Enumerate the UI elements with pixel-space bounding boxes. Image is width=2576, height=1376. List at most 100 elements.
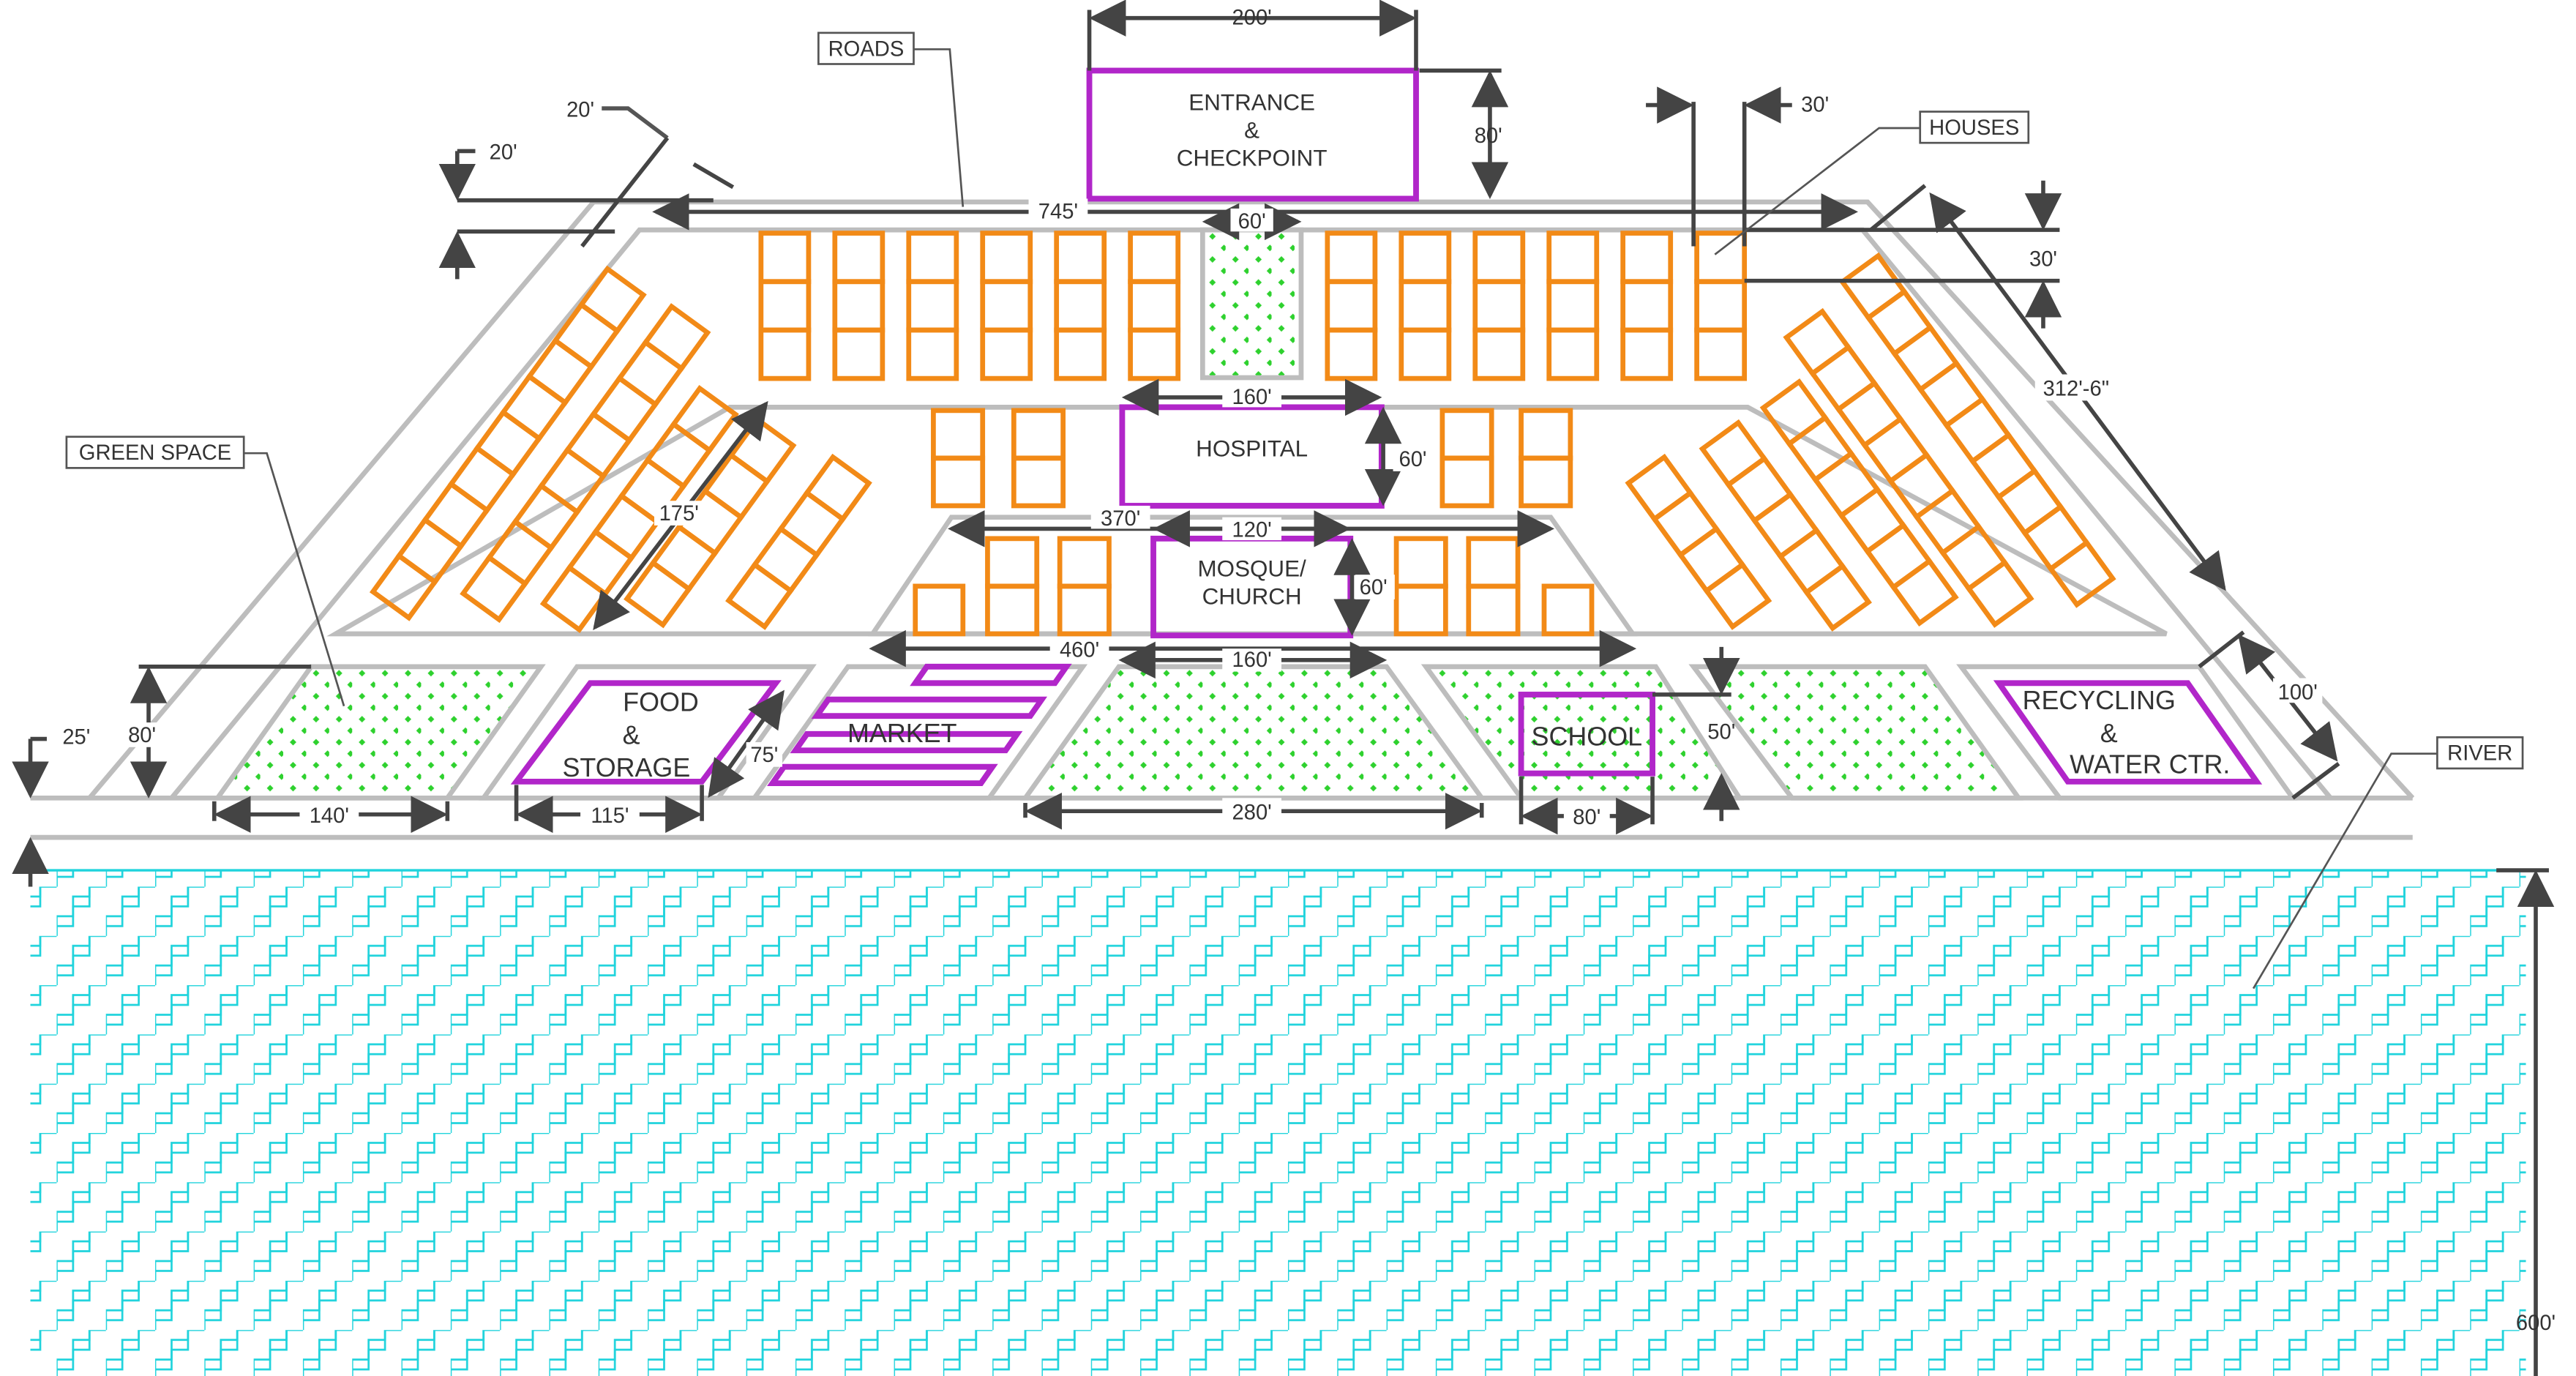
entrance-label-3: CHECKPOINT — [1177, 146, 1328, 171]
dim-river-depth: 600' — [2516, 1312, 2556, 1335]
house-lot — [1546, 279, 1600, 333]
river — [30, 869, 2526, 1376]
house-lot — [751, 525, 820, 594]
house-lot — [906, 231, 959, 285]
callouts: ROADS HOUSES GREEN SPACE RIVER — [65, 31, 2524, 990]
house-lot — [758, 279, 812, 333]
house-lot — [1325, 231, 1378, 285]
food-label-3: STORAGE — [563, 753, 691, 782]
dim-green-left-depth: 80' — [128, 724, 156, 747]
house-lot — [538, 446, 607, 516]
house-lot — [1651, 489, 1721, 558]
dim-food-depth: 75' — [750, 744, 778, 767]
dim-road-width-left2: 20' — [566, 98, 594, 121]
dim-entrance-depth: 80' — [1475, 124, 1502, 148]
house-lot — [1439, 455, 1494, 509]
market-stall-3 — [790, 730, 1023, 754]
dim-entrance-width: 200' — [1232, 7, 1272, 30]
house-lot — [460, 554, 529, 624]
callout-houses-box — [1919, 111, 2030, 144]
house-lot — [777, 489, 847, 558]
house-lot — [1546, 327, 1600, 381]
recycling-building — [1993, 680, 2263, 785]
house-lot — [1466, 536, 1521, 589]
house-lot — [1913, 487, 1982, 556]
house-lot — [758, 231, 812, 285]
house-lot — [931, 455, 986, 509]
dim-diagonal-side: 312'-6" — [2043, 378, 2110, 401]
house-lot — [1057, 536, 1112, 589]
callout-roads: ROADS — [828, 37, 905, 61]
house-lot — [758, 327, 812, 381]
house-lot — [1472, 327, 1526, 381]
dim-road-width-left: 20' — [490, 141, 517, 165]
dim-hospital-width: 160' — [1232, 386, 1272, 409]
callout-river-box — [2436, 736, 2524, 770]
house-lot — [552, 301, 621, 370]
house-lot — [564, 411, 633, 480]
house-lot — [1325, 327, 1378, 381]
house-lot — [1917, 359, 1986, 429]
dim-ring-370: 370' — [1101, 507, 1140, 531]
house-lot — [1325, 279, 1378, 333]
food-label-2: & — [623, 720, 640, 749]
house-lot — [1620, 279, 1674, 333]
mosque-church: MOSQUE/ CHURCH — [1150, 535, 1354, 639]
dim-road-width-right: 30' — [1801, 94, 1829, 117]
house-lot — [1620, 231, 1674, 285]
green-space-right — [1688, 664, 2023, 801]
house-lot — [1011, 455, 1066, 509]
hospital-label: HOSPITAL — [1196, 436, 1308, 462]
house-lot — [1128, 327, 1181, 381]
dim-green-center-top: 160' — [1232, 648, 1272, 672]
school: SCHOOL — [1518, 692, 1655, 777]
house-lot — [369, 552, 438, 621]
house-lot — [725, 561, 795, 630]
house-lot — [1393, 536, 1448, 589]
house-lot — [1802, 562, 1872, 632]
house-lot — [1777, 526, 1846, 596]
food-building — [510, 680, 782, 785]
house-lot — [803, 453, 872, 523]
dim-recycling-depth: 100' — [2278, 681, 2318, 705]
house-lot — [701, 452, 771, 521]
house-lot — [577, 265, 647, 334]
house-lot — [473, 408, 543, 478]
recycling-water-center: RECYCLING & WATER CTR. — [1993, 680, 2263, 785]
house-lot — [1128, 231, 1181, 285]
dim-green-strip: 60' — [1238, 210, 1266, 233]
house-lot — [1783, 307, 1852, 377]
house-lot — [1439, 408, 1494, 461]
hospital: HOSPITAL — [1119, 404, 1385, 509]
dim-road-top: 745' — [1038, 200, 1078, 223]
house-lot — [1694, 327, 1748, 381]
house-lot — [1011, 408, 1066, 461]
green-space-center — [1020, 664, 1487, 801]
house-lot — [1703, 561, 1772, 630]
market-label: MARKET — [847, 719, 957, 748]
house-lot — [1890, 557, 1959, 627]
recycling-label-2: & — [2100, 719, 2118, 748]
dim-green-center-bottom: 280' — [1232, 801, 1272, 824]
house-lot — [1969, 431, 2038, 501]
house-lot — [1399, 279, 1452, 333]
house-lot — [1943, 395, 2012, 465]
house-lot — [980, 327, 1033, 381]
river-water — [30, 870, 2526, 1376]
house-lot — [1546, 231, 1600, 285]
dim-hospital-depth: 60' — [1399, 448, 1427, 471]
house-lot — [1725, 455, 1794, 524]
house-lot — [1995, 467, 2064, 536]
house-lot — [1861, 415, 1931, 485]
house-lot — [1625, 453, 1694, 523]
house-lot — [906, 327, 959, 381]
school-label: SCHOOL — [1532, 722, 1643, 752]
house-lot — [832, 279, 886, 333]
school-building — [1518, 692, 1655, 777]
house-lot — [931, 408, 986, 461]
house-lot — [1694, 231, 1748, 285]
house-lot — [1057, 583, 1112, 637]
worship-label-2: CHURCH — [1202, 584, 1302, 610]
house-lot — [1864, 521, 1933, 591]
house-lot — [985, 583, 1040, 637]
